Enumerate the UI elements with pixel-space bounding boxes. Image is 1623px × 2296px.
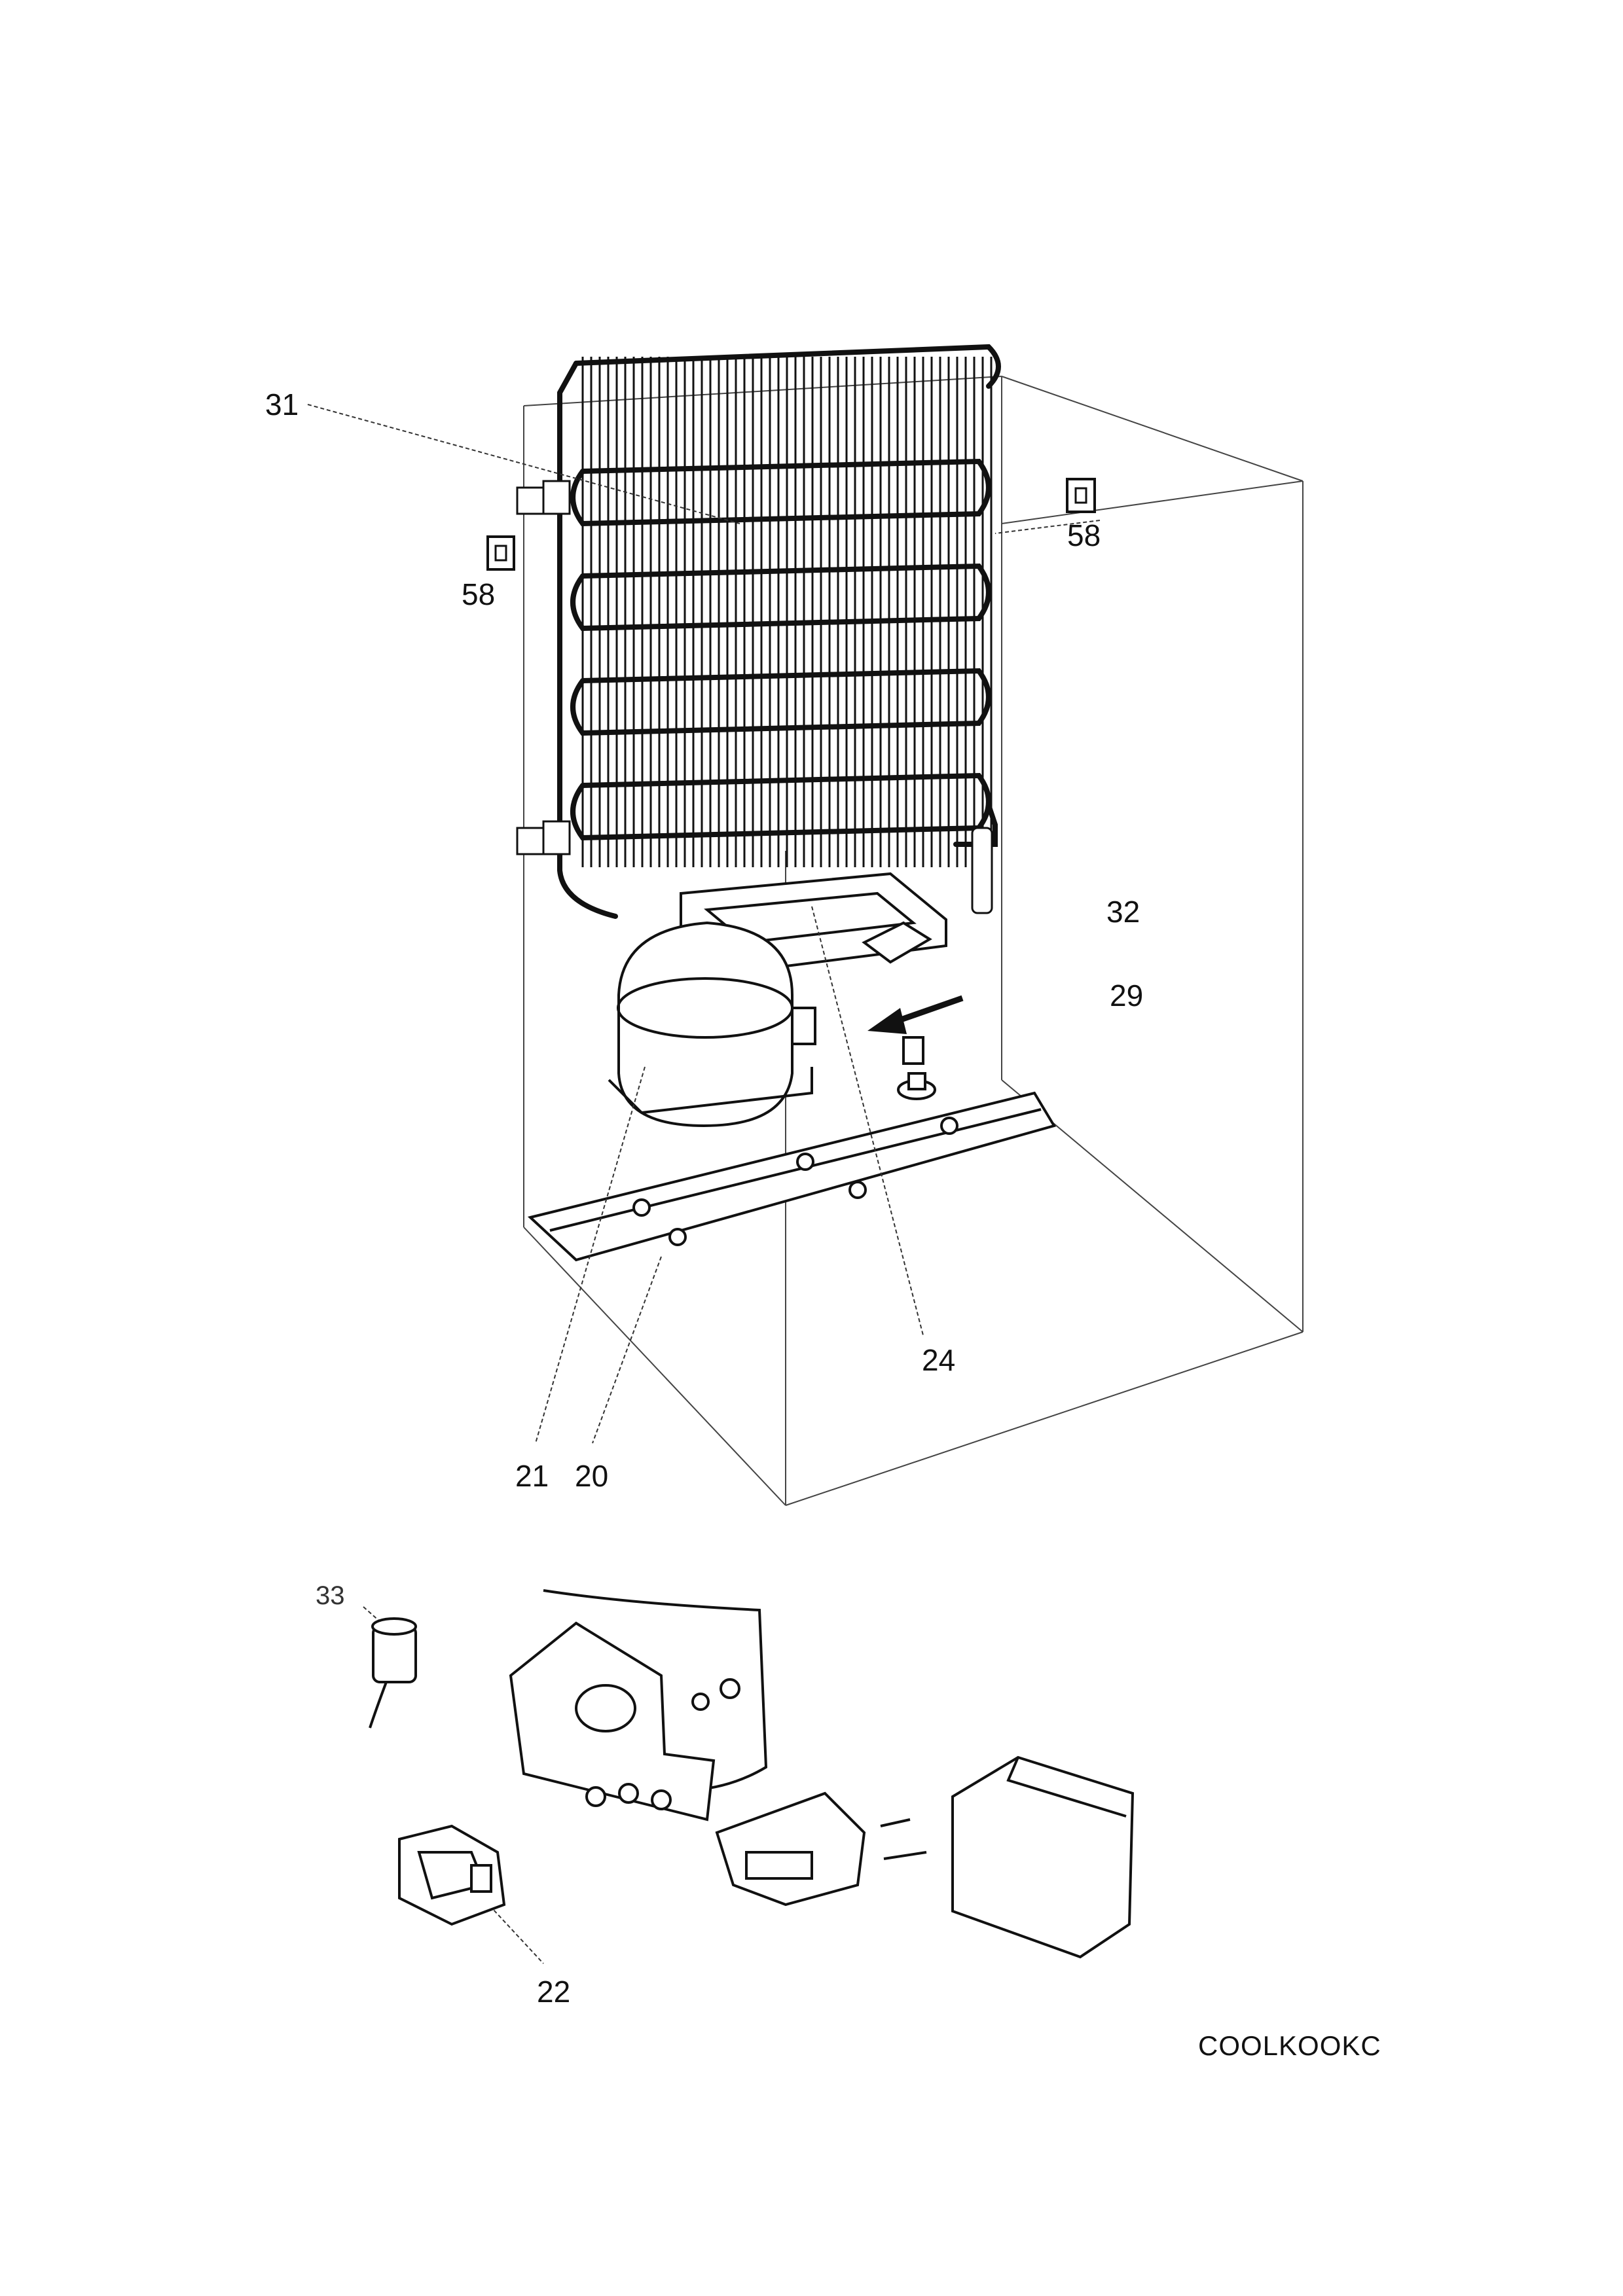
connector-block <box>715 1791 927 1907</box>
callout-33: 33 <box>316 1581 345 1610</box>
callout-22: 22 <box>537 1975 571 2009</box>
compressor-body <box>608 921 816 1128</box>
callout-58-right: 58 <box>1067 518 1101 552</box>
drawing-code: COOLKOOKC <box>1198 2030 1381 2061</box>
terminal-cover <box>951 1755 1135 1959</box>
callout-29: 29 <box>1110 978 1144 1013</box>
direction-arrow <box>867 995 964 1034</box>
callout-58-left: 58 <box>462 577 496 611</box>
condenser-coil <box>516 344 1001 919</box>
starter-relay <box>398 1824 506 1926</box>
small-fittings <box>862 921 936 1100</box>
base-rail <box>527 1091 1057 1262</box>
capacitor <box>369 1617 417 1729</box>
clip-58-left <box>486 535 515 571</box>
callout-24: 24 <box>922 1343 956 1377</box>
callout-31: 31 <box>265 387 299 422</box>
callout-32: 32 <box>1106 895 1140 929</box>
compressor-detail <box>509 1589 768 1821</box>
clip-58-right <box>1066 478 1096 513</box>
callout-20: 20 <box>575 1459 609 1493</box>
callout-21: 21 <box>515 1459 549 1493</box>
